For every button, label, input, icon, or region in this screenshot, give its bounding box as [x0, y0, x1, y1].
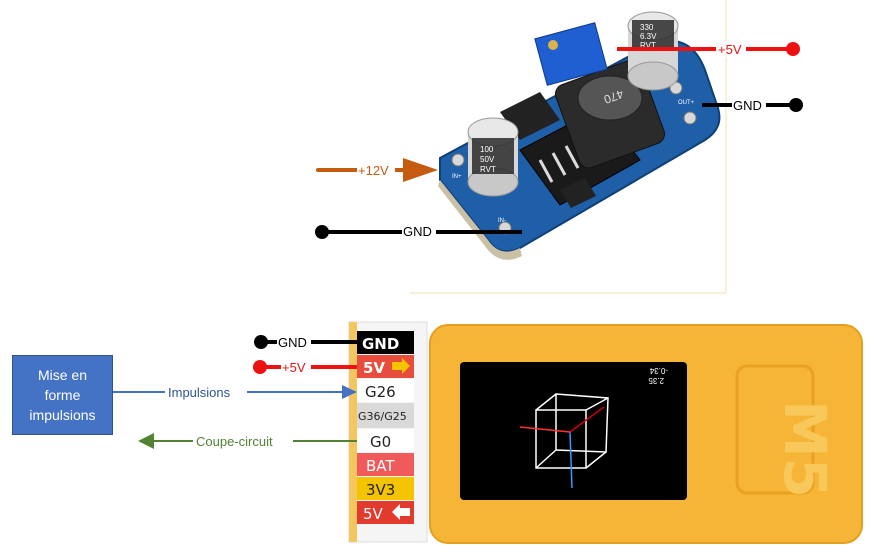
arrow-right-icon	[392, 358, 410, 374]
buck-converter-board: IN+ IN- OUT+ 470 100 50V RVT	[438, 11, 721, 260]
regulator-out-gnd-terminal	[789, 98, 803, 112]
regulator-5v-label: +5V	[718, 42, 742, 57]
m5-gnd-terminal	[254, 335, 268, 349]
right-cap-marking-3: RVT	[640, 41, 656, 50]
m5-logo: M5	[771, 400, 839, 498]
m5-screen	[460, 362, 687, 500]
pin-3v3-bg	[357, 477, 414, 500]
pulse-shaping-box: Mise en forme impulsions	[12, 355, 113, 435]
m5-gnd-label: GND	[278, 335, 307, 350]
screen-x-axis	[519, 426, 571, 433]
m5-device: -0.34 2.35 M5	[429, 324, 863, 544]
regulator-in-gnd-label: GND	[403, 224, 432, 239]
out-plus-silk: OUT+	[678, 100, 695, 106]
pin-g26: G26	[365, 383, 396, 401]
m5-5v-label: +5V	[282, 360, 306, 375]
coupe-circuit-label: Coupe-circuit	[196, 434, 273, 449]
pin-5v-in: 5V	[363, 359, 385, 377]
pin-bat: BAT	[366, 457, 395, 475]
m5-5v-terminal	[253, 360, 267, 374]
pin-g26-bg	[357, 379, 414, 402]
regulator-12v-arrowhead	[403, 158, 438, 182]
m5-button[interactable]	[735, 364, 815, 495]
pin-3v3: 3V3	[366, 481, 395, 499]
pin-g36-g25-bg	[357, 403, 414, 428]
inductor-marking: 470	[602, 87, 626, 107]
impulsions-arrowhead	[342, 385, 357, 399]
arrow-left-icon	[392, 504, 410, 520]
pin-bat-bg	[357, 453, 414, 476]
pin-gnd-bg	[357, 331, 414, 354]
in-minus-silk: IN-	[498, 218, 506, 224]
screen-y-axis	[569, 431, 573, 489]
in-plus-silk: IN+	[452, 174, 462, 180]
m5-pin-header: GND 5V G26 G36/G25 G0 BAT 3V3 5V	[348, 321, 428, 543]
pin-gnd: GND	[362, 335, 399, 353]
pulse-box-line-2: forme	[44, 387, 81, 403]
left-cap-marking-2: 50V	[480, 155, 495, 164]
pin-5v-in-bg	[357, 355, 414, 378]
right-cap-marking-2: 6.3V	[640, 32, 657, 41]
left-cap-marking-1: 100	[480, 145, 494, 154]
screen-readout-1: -0.34	[649, 366, 668, 375]
pulse-box-line-3: impulsions	[29, 407, 96, 423]
pulse-box-line-1: Mise en	[37, 367, 88, 383]
regulator-out-gnd-label: GND	[733, 98, 762, 113]
regulator-in-gnd-terminal	[315, 225, 329, 239]
impulsions-label: Impulsions	[168, 385, 231, 400]
right-cap-marking-1: 330	[640, 23, 654, 32]
regulator-12v-label: +12V	[358, 163, 389, 178]
pin-g36-g25: G36/G25	[358, 410, 407, 423]
screen-z-axis	[569, 406, 605, 433]
pin-g0-bg	[357, 429, 414, 452]
pin-5v-out: 5V	[363, 505, 384, 523]
pin-g0: G0	[370, 433, 391, 451]
left-cap-marking-3: RVT	[480, 165, 496, 174]
regulator-5v-terminal	[786, 42, 800, 56]
coupe-circuit-arrowhead	[138, 433, 154, 449]
screen-readout-2: 2.35	[648, 376, 664, 385]
